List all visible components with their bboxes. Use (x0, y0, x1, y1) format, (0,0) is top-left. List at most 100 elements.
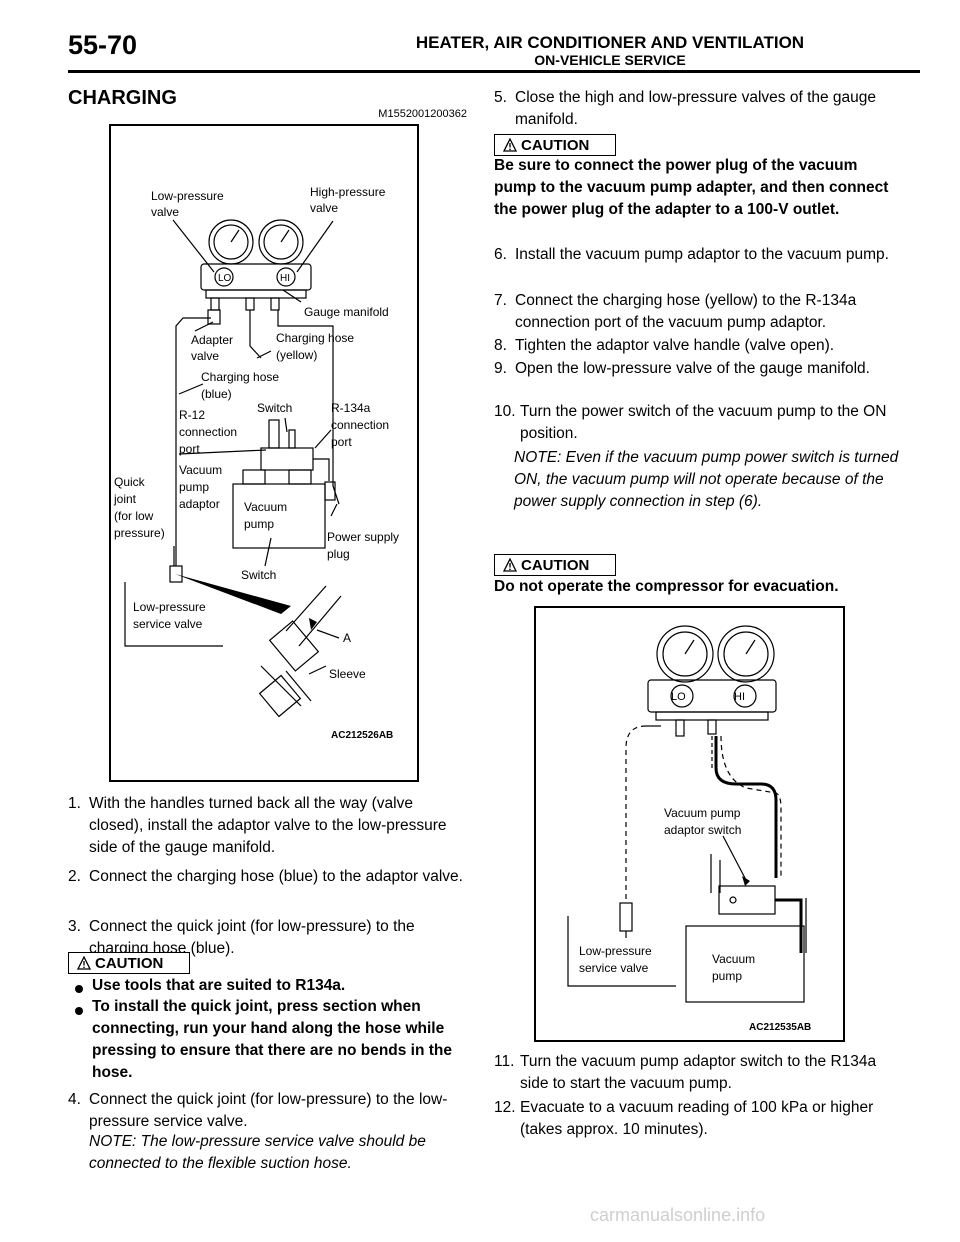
step-6-number: 6. (494, 246, 507, 263)
header-title: HEATER, AIR CONDITIONER AND VENTILATION (415, 33, 805, 52)
caution-label-1: CAUTION (95, 954, 164, 972)
fig1-label-r134a-2: connection (331, 418, 389, 432)
step-8-text: Tighten the adaptor valve handle (valve … (515, 337, 835, 354)
step-1-text: With the handles turned back all the way… (89, 795, 447, 856)
step-8-number: 8. (494, 337, 507, 354)
fig1-label-sleeve: Sleeve (329, 667, 366, 681)
fig1-label-vac-adaptor-1: Vacuum (179, 463, 222, 477)
figure-charging-setup-drawing: Low-pressure valve High-pressure valve L… (113, 185, 399, 741)
step-11-text: Turn the vacuum pump adaptor switch to t… (520, 1053, 877, 1092)
fig1-label-r12-1: R-12 (179, 408, 205, 422)
warning-icon (77, 956, 91, 970)
fig2-label-low-service-1: Low-pressure (579, 944, 652, 958)
step-1: 1. With the handles turned back all the … (68, 793, 463, 859)
fig2-label-adaptor-switch-1: Vacuum pump (664, 806, 741, 820)
fig1-label-quick-joint-4: pressure) (114, 526, 165, 540)
fig1-label-power-plug-2: plug (327, 547, 350, 561)
step-4: 4. Connect the quick joint (for low-pres… (68, 1089, 463, 1133)
step-11: 11. Turn the vacuum pump adaptor switch … (494, 1051, 894, 1095)
figure-evacuation-setup: LO HI Vacuum pump adaptor switch Low-pre… (534, 606, 845, 1042)
figure-charging-setup: Low-pressure valve High-pressure valve L… (109, 124, 419, 782)
fig2-id: AC212535AB (749, 1022, 811, 1033)
fig1-id: AC212526AB (331, 730, 393, 741)
step-3-number: 3. (68, 918, 81, 935)
warning-icon (503, 558, 517, 572)
fig1-label-high-valve-1: High-pressure (310, 185, 386, 199)
caution-3-text: Do not operate the compressor for evacua… (494, 578, 839, 595)
caution-label-2: CAUTION (521, 136, 590, 154)
fig1-label-gauge-manifold: Gauge manifold (304, 305, 389, 319)
fig1-label-quick-joint-2: joint (113, 492, 137, 506)
fig1-label-quick-joint-3: (for low (114, 509, 154, 523)
page-number: 55-70 (68, 30, 138, 60)
step-5-number: 5. (494, 89, 507, 106)
step-7-text: Connect the charging hose (yellow) to th… (515, 292, 857, 331)
step-12-text: Evacuate to a vacuum reading of 100 kPa … (520, 1099, 874, 1138)
fig1-label-a: A (343, 631, 351, 645)
caution-2-text: Be sure to connect the power plug of the… (494, 157, 889, 218)
header-rule (68, 70, 920, 73)
fig1-label-r134a-3: port (331, 435, 352, 449)
fig1-label-hose-yellow-1: Charging hose (276, 331, 354, 345)
fig1-label-vac-adaptor-3: adaptor (179, 497, 220, 511)
step-4-text: Connect the quick joint (for low-pressur… (89, 1091, 448, 1130)
step-10-number: 10. (494, 403, 516, 420)
step-10-note: NOTE: Even if the vacuum pump power swit… (514, 449, 899, 510)
step-12-number: 12. (494, 1099, 516, 1116)
fig1-label-vac-pump-1: Vacuum (244, 500, 287, 514)
fig1-label-high-valve-2: valve (310, 201, 338, 215)
fig1-label-quick-joint-1: Quick (114, 475, 146, 489)
step-2-text: Connect the charging hose (blue) to the … (89, 868, 463, 885)
fig1-label-vac-adaptor-2: pump (179, 480, 209, 494)
step-5: 5. Close the high and low-pressure valve… (494, 87, 889, 131)
caution-badge-3: CAUTION (494, 554, 616, 576)
caution-badge-2: CAUTION (494, 134, 616, 156)
step-11-number: 11. (494, 1053, 515, 1070)
fig2-label-vac-pump-2: pump (712, 969, 742, 983)
caution-label-3: CAUTION (521, 556, 590, 574)
step-8: 8. Tighten the adaptor valve handle (val… (494, 335, 889, 357)
fig1-label-hose-blue-2: (blue) (201, 387, 232, 401)
section-code: M1552001200362 (378, 108, 467, 120)
fig1-label-adapter-valve-2: valve (191, 349, 219, 363)
bullet-dot-1 (75, 985, 83, 993)
step-4-number: 4. (68, 1091, 81, 1108)
fig1-label-r12-2: connection (179, 425, 237, 439)
fig1-label-lo: LO (218, 273, 232, 284)
fig2-label-adaptor-switch-2: adaptor switch (664, 823, 741, 837)
fig1-label-switch-top: Switch (257, 401, 292, 415)
fig2-label-hi: HI (734, 691, 745, 703)
fig1-label-r134a-1: R-134a (331, 401, 371, 415)
watermark: carmanualsonline.info (590, 1205, 766, 1225)
fig1-label-r12-3: port (179, 442, 200, 456)
warning-icon (503, 138, 517, 152)
fig1-label-low-service-2: service valve (133, 617, 203, 631)
step-10: 10. Turn the power switch of the vacuum … (494, 401, 894, 445)
step-7: 7. Connect the charging hose (yellow) to… (494, 290, 889, 334)
fig1-label-adapter-valve-1: Adapter (191, 333, 233, 347)
step-5-text: Close the high and low-pressure valves o… (515, 89, 877, 128)
step-10-text: Turn the power switch of the vacuum pump… (520, 403, 887, 442)
header-subtitle: ON-VEHICLE SERVICE (534, 52, 686, 68)
fig2-label-low-service-2: service valve (579, 961, 649, 975)
fig1-label-vac-pump-2: pump (244, 517, 274, 531)
fig2-label-lo: LO (671, 691, 686, 703)
fig1-label-hose-blue-1: Charging hose (201, 370, 279, 384)
fig1-label-low-valve-2: valve (151, 205, 179, 219)
step-2: 2. Connect the charging hose (blue) to t… (68, 866, 463, 888)
fig1-label-power-plug-1: Power supply (327, 530, 399, 544)
step-12: 12. Evacuate to a vacuum reading of 100 … (494, 1097, 894, 1141)
figure-evacuation-drawing: LO HI Vacuum pump adaptor switch Low-pre… (567, 625, 811, 1033)
step-9-number: 9. (494, 360, 507, 377)
section-title: CHARGING (68, 87, 177, 109)
step-4-note: NOTE: The low-pressure service valve sho… (89, 1133, 426, 1172)
caution-badge-1: CAUTION (68, 952, 190, 974)
step-1-number: 1. (68, 795, 81, 812)
step-9-text: Open the low-pressure valve of the gauge… (515, 360, 870, 377)
step-6-text: Install the vacuum pump adaptor to the v… (515, 246, 889, 263)
step-2-number: 2. (68, 868, 81, 885)
fig1-label-switch-bottom: Switch (241, 568, 276, 582)
fig1-label-low-valve-1: Low-pressure (151, 189, 224, 203)
caution-1-bullet-1: Use tools that are suited to R134a. (92, 977, 346, 994)
step-7-number: 7. (494, 292, 507, 309)
